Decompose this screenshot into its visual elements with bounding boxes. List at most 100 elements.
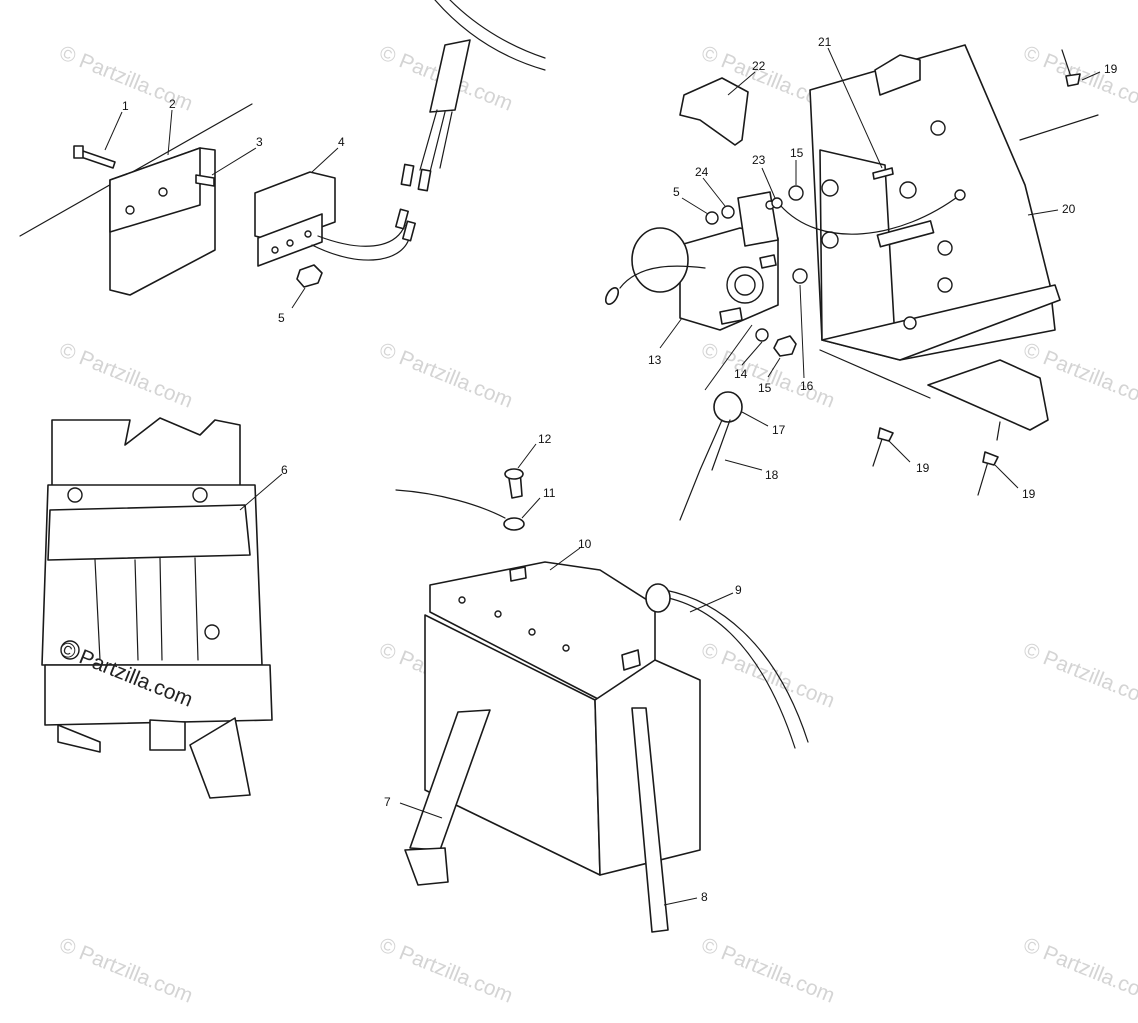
vent-cap — [562, 644, 570, 652]
regulator-assembly — [19, 0, 546, 296]
plate-hole — [271, 246, 279, 254]
battery-assembly — [395, 468, 809, 933]
harness-tube — [449, 0, 546, 59]
stud[interactable] — [195, 174, 215, 187]
battery-terminal[interactable] — [509, 566, 527, 582]
vent-cap — [528, 628, 536, 636]
callout-4: 4 — [338, 135, 345, 149]
plate-hole — [286, 239, 294, 247]
star-washer[interactable] — [792, 268, 808, 284]
watermark: © Partzilla.com — [698, 638, 838, 712]
box-rib — [194, 557, 199, 661]
callout-12: 12 — [538, 432, 552, 446]
battery-terminal[interactable] — [621, 649, 641, 671]
vent-tube[interactable] — [631, 707, 669, 933]
callout-15: 15 — [758, 381, 772, 395]
assembly-line — [704, 324, 753, 391]
bracket-tab — [1019, 114, 1099, 141]
washer[interactable] — [788, 185, 804, 201]
regulator-wire — [311, 234, 411, 261]
lock-washer[interactable] — [721, 205, 735, 219]
harness-tube — [434, 0, 546, 71]
callout-23: 23 — [752, 153, 766, 167]
callout-16: 16 — [800, 379, 814, 393]
harness-wire — [439, 111, 453, 169]
rivet-head — [1065, 73, 1081, 87]
wire-terminal — [402, 220, 416, 242]
lock-washer[interactable] — [755, 328, 769, 342]
bracket-hole — [821, 179, 839, 197]
box-foot — [149, 719, 186, 751]
watermark: © Partzilla.com — [698, 933, 838, 1007]
solenoid-stud — [719, 307, 743, 325]
lock-washer[interactable] — [771, 197, 783, 209]
callout-20: 20 — [1062, 202, 1076, 216]
callout-5: 5 — [278, 311, 285, 325]
bolt-head — [73, 145, 84, 159]
callout-11: 11 — [543, 486, 556, 500]
ring-terminal[interactable] — [503, 517, 525, 531]
rivet-head — [982, 451, 999, 466]
strap-hook — [404, 847, 449, 886]
callout-3: 3 — [256, 135, 263, 149]
callout-labels: 1 2 3 4 5 6 7 8 9 10 11 12 13 14 15 15 1… — [122, 35, 1118, 904]
bracket-edge — [819, 349, 931, 399]
box-rib — [94, 559, 101, 661]
bracket-hook — [874, 54, 921, 96]
ground-ring — [954, 189, 966, 201]
terminal-cover[interactable] — [679, 77, 749, 146]
box-rib — [134, 559, 139, 661]
cable — [395, 489, 506, 519]
bracket-hole — [903, 316, 917, 330]
nut[interactable] — [296, 264, 323, 288]
solenoid-coil — [631, 227, 689, 293]
watermark: © Partzilla.com — [376, 933, 516, 1007]
harness-connector — [429, 39, 471, 113]
callout-19: 19 — [916, 461, 930, 475]
harness-wire — [429, 111, 446, 173]
screw[interactable] — [872, 167, 894, 180]
ground-wire — [779, 194, 961, 235]
callout-19: 19 — [1022, 487, 1036, 501]
regulator-wire — [317, 224, 406, 247]
lead-terminal — [604, 287, 620, 305]
box-rib — [159, 557, 163, 661]
cable — [679, 419, 723, 521]
vent-cap — [458, 596, 466, 604]
box-tab — [57, 724, 101, 753]
wire-terminal — [400, 163, 415, 187]
bracket-slot — [876, 220, 935, 248]
nut[interactable] — [705, 211, 719, 225]
callout-5: 5 — [673, 185, 680, 199]
cable-boot[interactable] — [645, 583, 671, 613]
bracket-hole — [937, 277, 953, 293]
callout-24: 24 — [695, 165, 709, 179]
callout-8: 8 — [701, 890, 708, 904]
callout-18: 18 — [765, 468, 779, 482]
retaining-strap[interactable] — [47, 504, 251, 561]
terminal-boot[interactable] — [713, 391, 743, 423]
battery-box-backplate — [51, 417, 241, 491]
watermark: © Partzilla.com — [376, 338, 516, 412]
callout-6: 6 — [281, 463, 288, 477]
solenoid-lead — [619, 265, 706, 289]
callout-17: 17 — [772, 423, 786, 437]
box-hole — [204, 624, 220, 640]
solenoid-mount-tab — [737, 191, 779, 247]
nut[interactable] — [773, 335, 797, 357]
bracket-tray — [927, 359, 1049, 431]
callout-22: 22 — [752, 59, 766, 73]
watermark: © Partzilla.com — [1020, 933, 1138, 1007]
callout-1: 1 — [122, 99, 129, 113]
rivet-guide — [996, 421, 1001, 441]
callout-7: 7 — [384, 795, 391, 809]
box-hole — [60, 640, 80, 660]
callout-13: 13 — [648, 353, 662, 367]
box-base — [44, 664, 273, 726]
cover-hole — [125, 205, 135, 215]
callout-15: 15 — [790, 146, 804, 160]
leader-lines — [104, 47, 1101, 906]
vent-cap — [494, 610, 502, 618]
